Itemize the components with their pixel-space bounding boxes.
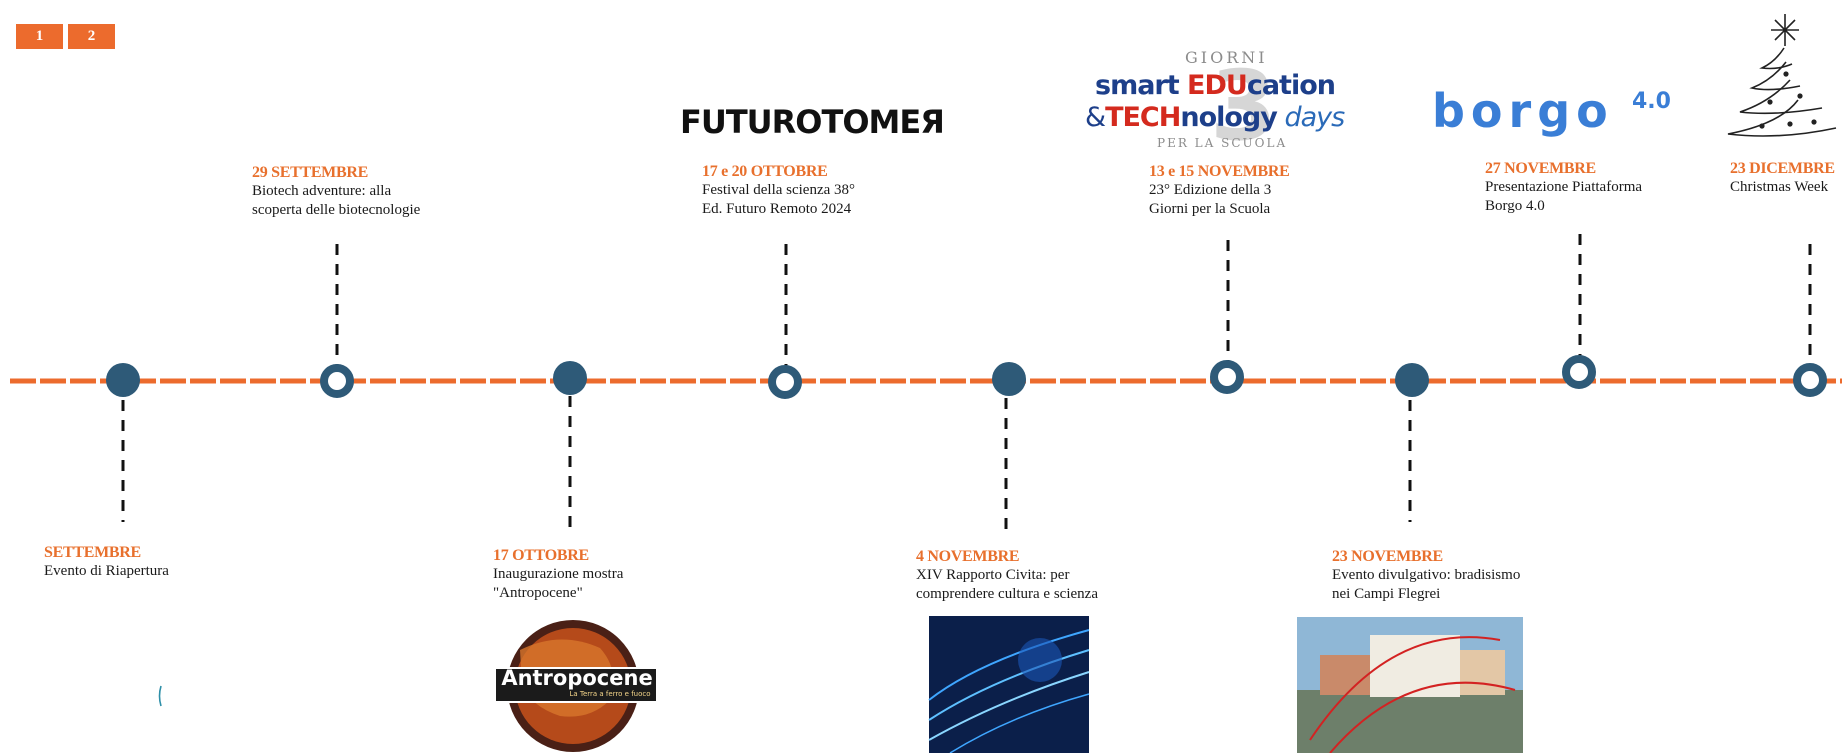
event-description: Christmas Week <box>1730 179 1829 195</box>
smart-education-line1: smart EDUcation <box>1095 70 1336 101</box>
logo-word: TECH <box>1105 102 1181 133</box>
event-date: 13 e 15 NOVEMBRE <box>1149 163 1290 180</box>
event-settembre: SETTEMBRE Evento di Riapertura <box>44 543 169 581</box>
timeline-node[interactable] <box>1395 363 1429 397</box>
event-description: Presentazione Piattaforma Borgo 4.0 <box>1485 179 1643 214</box>
logo-word: cation <box>1246 70 1336 101</box>
timeline-node[interactable] <box>768 365 802 399</box>
borgo-version: 4.0 <box>1632 89 1671 114</box>
antropocene-logo <box>494 620 658 752</box>
civita-report-image <box>928 616 1090 753</box>
antropocene-logo-subtitle: La Terra a ferro e fuoco <box>569 690 651 698</box>
futuro-remoto-logo: FUTUROTOMEЯ <box>680 103 945 141</box>
event-27-novembre: 27 NOVEMBRE Presentazione Piattaforma Bo… <box>1485 159 1642 216</box>
page-1-button[interactable]: 1 <box>16 24 63 49</box>
timeline-node[interactable] <box>992 362 1026 396</box>
event-description: 23° Edizione della 3 Giorni per la Scuol… <box>1149 182 1272 217</box>
logo-word: smart <box>1095 70 1188 101</box>
event-23-dicembre: 23 DICEMBRE Christmas Week <box>1730 159 1835 197</box>
logo-word: & <box>1085 102 1106 133</box>
event-description: Evento divulgativo: bradisismo nei Campi… <box>1332 567 1521 602</box>
event-date: 17 e 20 OTTOBRE <box>702 163 828 180</box>
event-4-novembre: 4 NOVEMBRE XIV Rapporto Civita: per comp… <box>916 547 1098 604</box>
timeline-node[interactable] <box>1562 355 1596 389</box>
timeline-node[interactable] <box>106 363 140 397</box>
logo-word: EDU <box>1187 70 1248 101</box>
event-date: 27 NOVEMBRE <box>1485 160 1596 177</box>
christmas-tree-icon <box>1727 14 1837 137</box>
event-description: Festival della scienza 38° Ed. Futuro Re… <box>702 182 856 217</box>
timeline-node[interactable] <box>1793 363 1827 397</box>
smart-education-line2: &TECHnology days <box>1085 102 1345 133</box>
event-17-20-ottobre: 17 e 20 OTTOBRE Festival della scienza 3… <box>702 162 855 219</box>
event-date: SETTEMBRE <box>44 544 141 561</box>
decorative-mark <box>158 685 162 707</box>
event-date: 23 NOVEMBRE <box>1332 548 1443 565</box>
event-description: XIV Rapporto Civita: per comprendere cul… <box>916 567 1098 602</box>
event-date: 17 OTTOBRE <box>493 547 589 564</box>
badge-number: 3 <box>1210 50 1277 162</box>
badge-ring-bottom: PER LA SCUOLA <box>1157 136 1288 150</box>
logo-word: days <box>1276 102 1345 133</box>
antropocene-logo-title: Antropocene <box>501 666 653 690</box>
event-date: 4 NOVEMBRE <box>916 548 1020 565</box>
page-2-button[interactable]: 2 <box>68 24 115 49</box>
campi-flegrei-photo <box>1297 617 1523 753</box>
badge-ring-top: GIORNI <box>1185 48 1268 67</box>
borgo-logo: borgo <box>1432 84 1614 138</box>
logo-word: nology <box>1180 102 1278 133</box>
timeline-node[interactable] <box>320 364 354 398</box>
event-description: Biotech adventure: alla scoperta delle b… <box>252 183 421 218</box>
smart-education-logo: 3 GIORNI smart EDUcation &TECHnology day… <box>1085 46 1355 176</box>
event-23-novembre: 23 NOVEMBRE Evento divulgativo: bradisis… <box>1332 547 1520 604</box>
timeline-node[interactable] <box>1210 360 1244 394</box>
event-description: Evento di Riapertura <box>44 563 169 579</box>
event-13-15-novembre: 13 e 15 NOVEMBRE 23° Edizione della 3 Gi… <box>1149 162 1290 219</box>
event-date: 23 DICEMBRE <box>1730 160 1835 177</box>
event-17-ottobre: 17 OTTOBRE Inaugurazione mostra "Antropo… <box>493 546 623 603</box>
event-29-settembre: 29 SETTEMBRE Biotech adventure: alla sco… <box>252 163 420 220</box>
event-description: Inaugurazione mostra "Antropocene" <box>493 566 624 601</box>
timeline-node[interactable] <box>553 361 587 395</box>
event-date: 29 SETTEMBRE <box>252 164 368 181</box>
